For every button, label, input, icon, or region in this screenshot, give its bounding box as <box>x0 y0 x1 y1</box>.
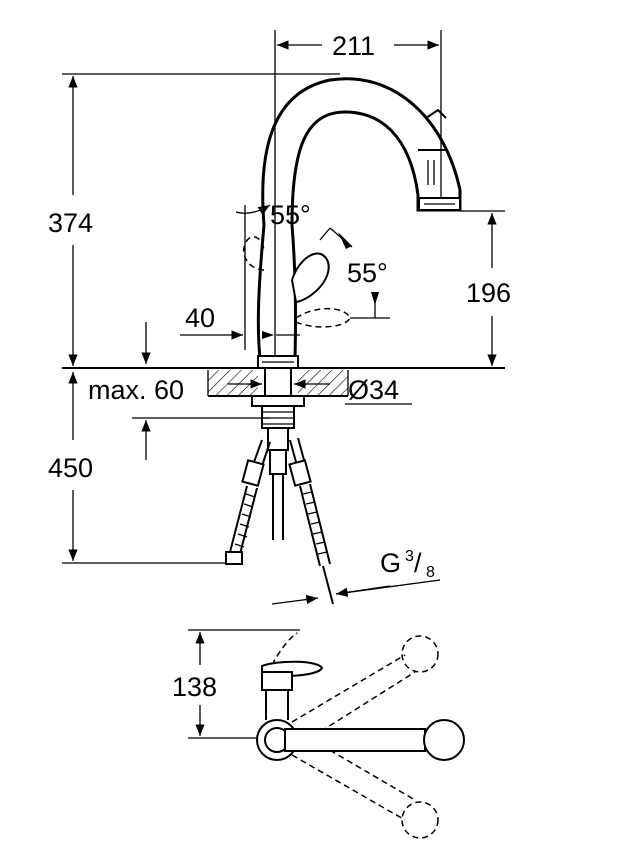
thread-spec: G 3 / 8 <box>271 548 441 605</box>
label-450: 450 <box>48 453 93 483</box>
dimension-hole-diameter: Ø34 <box>228 375 412 405</box>
label-211: 211 <box>332 31 375 61</box>
label-196: 196 <box>466 278 511 308</box>
top-view: 138 <box>172 629 465 839</box>
label-thread-den: 8 <box>426 564 435 581</box>
label-thread-g: G <box>380 548 401 578</box>
dimension-width: 211 <box>274 30 442 370</box>
label-angle-right: 55° <box>347 258 388 288</box>
label-thread-num: 3 <box>405 548 414 565</box>
dimension-max-thickness: max. 60 <box>88 322 270 460</box>
label-138: 138 <box>172 672 217 702</box>
label-max-60: max. 60 <box>88 375 184 405</box>
supply-hoses <box>225 437 334 605</box>
angle-right: 55° <box>319 227 390 319</box>
dimension-spout-height: 196 <box>460 210 511 366</box>
label-angle-left: 55° <box>270 200 311 230</box>
label-thread-slash: / <box>414 548 422 578</box>
countertop-section <box>207 367 349 451</box>
label-374: 374 <box>48 208 93 238</box>
label-40: 40 <box>185 303 215 333</box>
dimension-hose-length: 450 <box>48 372 232 564</box>
lever-alternate-positions <box>243 236 351 328</box>
angle-left: 55° <box>235 200 311 350</box>
dimension-total-height: 374 <box>48 73 340 366</box>
dimension-offset: 40 <box>180 303 300 340</box>
label-diameter: Ø34 <box>348 375 399 405</box>
